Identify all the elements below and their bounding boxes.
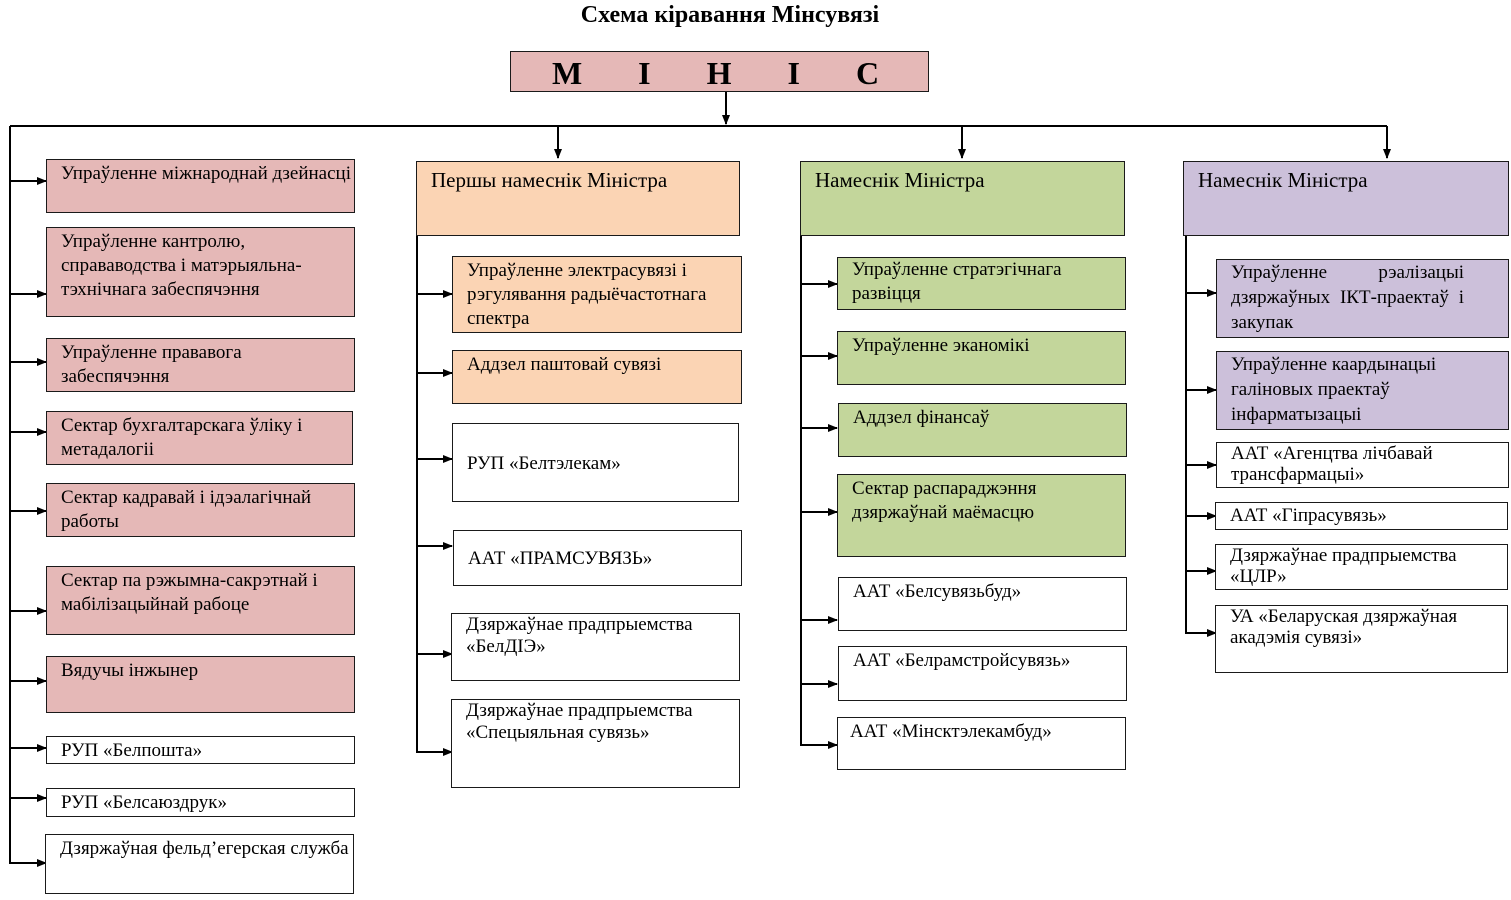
org-belsayuzdruk: РУП «Белсаюздрук»: [46, 788, 355, 817]
unit-personnel-ideology: Сектар кадравай і ідэалагічнай работы: [46, 483, 355, 537]
first-deputy-minister-box: Першы намеснік Міністра: [416, 161, 740, 236]
unit-informatization-coordination: Упраўленне каардынацыі галіновых праекта…: [1216, 351, 1509, 430]
unit-state-property: Сектар распараджэння дзяржаўнай маёмасцю: [837, 474, 1126, 557]
unit-secrecy-mobilization: Сектар па рэжымна-сакрэтнай і мабілізацы…: [46, 566, 355, 635]
unit-strategic-development: Упраўленне стратэгічнага развіцця: [837, 257, 1126, 310]
diagram-title: Схема кіравання Мінсувязі: [580, 2, 880, 28]
org-digital-transformation-agency: ААТ «Агенцтва лічбавай трансфармацыі»: [1216, 442, 1509, 488]
org-beltelecom: РУП «Белтэлекам»: [452, 423, 739, 502]
unit-ict-projects-procurement: Упраўленне рэалізацыі дзяржаўных ІКТ-пра…: [1216, 259, 1509, 338]
minister-box: М І Н І С Т Р: [510, 51, 929, 92]
unit-legal-support: Упраўленне прававога забеспячэння: [46, 338, 355, 392]
unit-economics: Упраўленне эканомікі: [837, 331, 1126, 385]
unit-postal-communication: Аддзел паштовай сувязі: [452, 350, 742, 404]
unit-finance: Аддзел фінансаў: [838, 403, 1127, 457]
org-beldie: Дзяржаўнае прадпрыемства «БелДІЭ»: [451, 613, 740, 681]
org-courier-service: Дзяржаўная фельд’егерская служба: [45, 834, 354, 894]
org-special-communication: Дзяржаўнае прадпрыемства «Спецыяльная су…: [451, 699, 740, 788]
org-belramstroysuvyaz: ААТ «Белрамстройсувязь»: [838, 646, 1127, 701]
unit-international-activity: Упраўленне міжнароднай дзейнасці: [46, 159, 355, 213]
org-belsuvyazbud: ААТ «Белсувязьбуд»: [838, 577, 1127, 631]
org-clr: Дзяржаўнае прадпрыемства «ЦЛР»: [1215, 544, 1508, 590]
unit-lead-engineer: Вядучы інжынер: [46, 656, 355, 713]
deputy-minister-green-box: Намеснік Міністра: [800, 161, 1125, 236]
unit-telecom-radio-spectrum: Упраўленне электрасувязі і рэгулявання р…: [452, 256, 742, 333]
unit-control-records-logistics: Упраўленне кантролю, справаводства і мат…: [46, 227, 355, 317]
org-pramsuvyaz: ААТ «ПРАМСУВЯЗЬ»: [453, 530, 742, 586]
unit-accounting-methodology: Сектар бухгалтарскага ўліку і метадалогі…: [46, 411, 353, 465]
org-belposhta: РУП «Белпошта»: [46, 736, 355, 764]
deputy-minister-purple-box: Намеснік Міністра: [1183, 161, 1509, 236]
org-giprasuvyaz: ААТ «Гіпрасувязь»: [1215, 502, 1508, 530]
org-communication-academy: УА «Беларуская дзяржаўная акадэмія сувяз…: [1215, 605, 1508, 673]
org-minsktelecombud: ААТ «Мінсктэлекамбуд»: [837, 717, 1126, 770]
